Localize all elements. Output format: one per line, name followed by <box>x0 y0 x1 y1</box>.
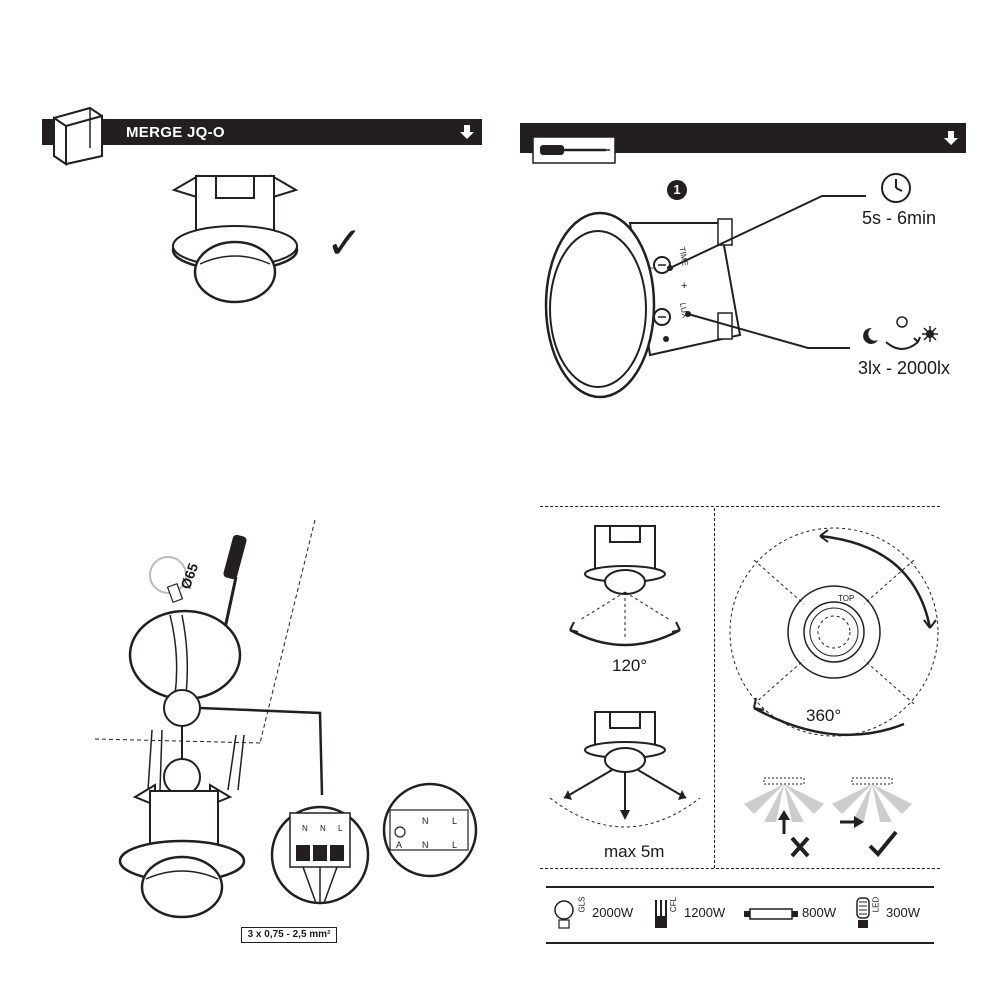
switch-label-3: N <box>422 840 429 850</box>
sensor-side-view <box>544 211 742 399</box>
switch-label-4: L <box>452 840 458 850</box>
check-mark-icon: ✓ <box>326 219 363 268</box>
horizontal-dashed-divider <box>540 868 940 869</box>
detection-angle-label: 120° <box>612 656 648 675</box>
detection-range-diagram <box>550 711 701 828</box>
sensor-product-image <box>171 174 299 304</box>
minus-sign: - <box>650 262 654 274</box>
screwdriver-icon <box>532 136 616 164</box>
switch-wiring-diagram <box>382 782 478 878</box>
header-bar-left: MERGE JQ-O <box>42 119 482 145</box>
load-ratings-table: GLS 2000W CFL 1200W 800W LED 300W <box>546 886 934 944</box>
fluorescent-tube-icon <box>744 908 798 920</box>
terminal-label-1: N <box>302 824 308 833</box>
coverage-360-diagram <box>729 527 939 737</box>
time-range-value: 5s - 6min <box>862 208 937 228</box>
load-power-cfl: 1200W <box>684 905 726 920</box>
coverage-label: 360° <box>806 706 842 725</box>
vertical-dashed-divider <box>714 508 715 868</box>
cable-spec-label: 3 x 0,75 - 2,5 mm² <box>241 927 337 943</box>
moon-sun-icon <box>863 316 938 350</box>
installation-diagram <box>94 519 370 919</box>
top-label: TOP <box>838 594 855 603</box>
download-arrow-icon <box>458 123 476 141</box>
step-number-badge: 1 <box>667 180 687 200</box>
switch-label-5: A <box>396 840 403 850</box>
product-title: MERGE JQ-O <box>126 124 225 141</box>
terminal-label-2: N <box>320 824 326 833</box>
load-power-gls: 2000W <box>592 905 634 920</box>
detection-angle-diagram <box>569 525 681 647</box>
walk-direction-diagram <box>744 777 912 858</box>
load-type-cfl: CFL <box>669 896 679 913</box>
plus-sign: + <box>681 280 688 292</box>
switch-label-2: L <box>452 816 458 826</box>
load-type-gls: GLS <box>577 896 587 913</box>
clock-icon <box>881 173 911 203</box>
download-arrow-icon <box>942 129 960 147</box>
load-type-led: LED <box>871 896 881 913</box>
incandescent-bulb-icon <box>554 900 574 929</box>
detection-range-label: max 5m <box>604 842 665 861</box>
led-bulb-icon <box>856 897 870 928</box>
terminal-label-3: L <box>338 824 343 833</box>
load-power-tube: 800W <box>802 905 836 920</box>
ceiling-box-icon <box>53 106 103 166</box>
lux-range-value: 3lx - 2000lx <box>858 358 951 378</box>
cfl-bulb-icon <box>655 900 667 928</box>
load-power-led: 300W <box>886 905 920 920</box>
switch-label-1: N <box>422 816 429 826</box>
top-dashed-divider <box>540 506 940 507</box>
